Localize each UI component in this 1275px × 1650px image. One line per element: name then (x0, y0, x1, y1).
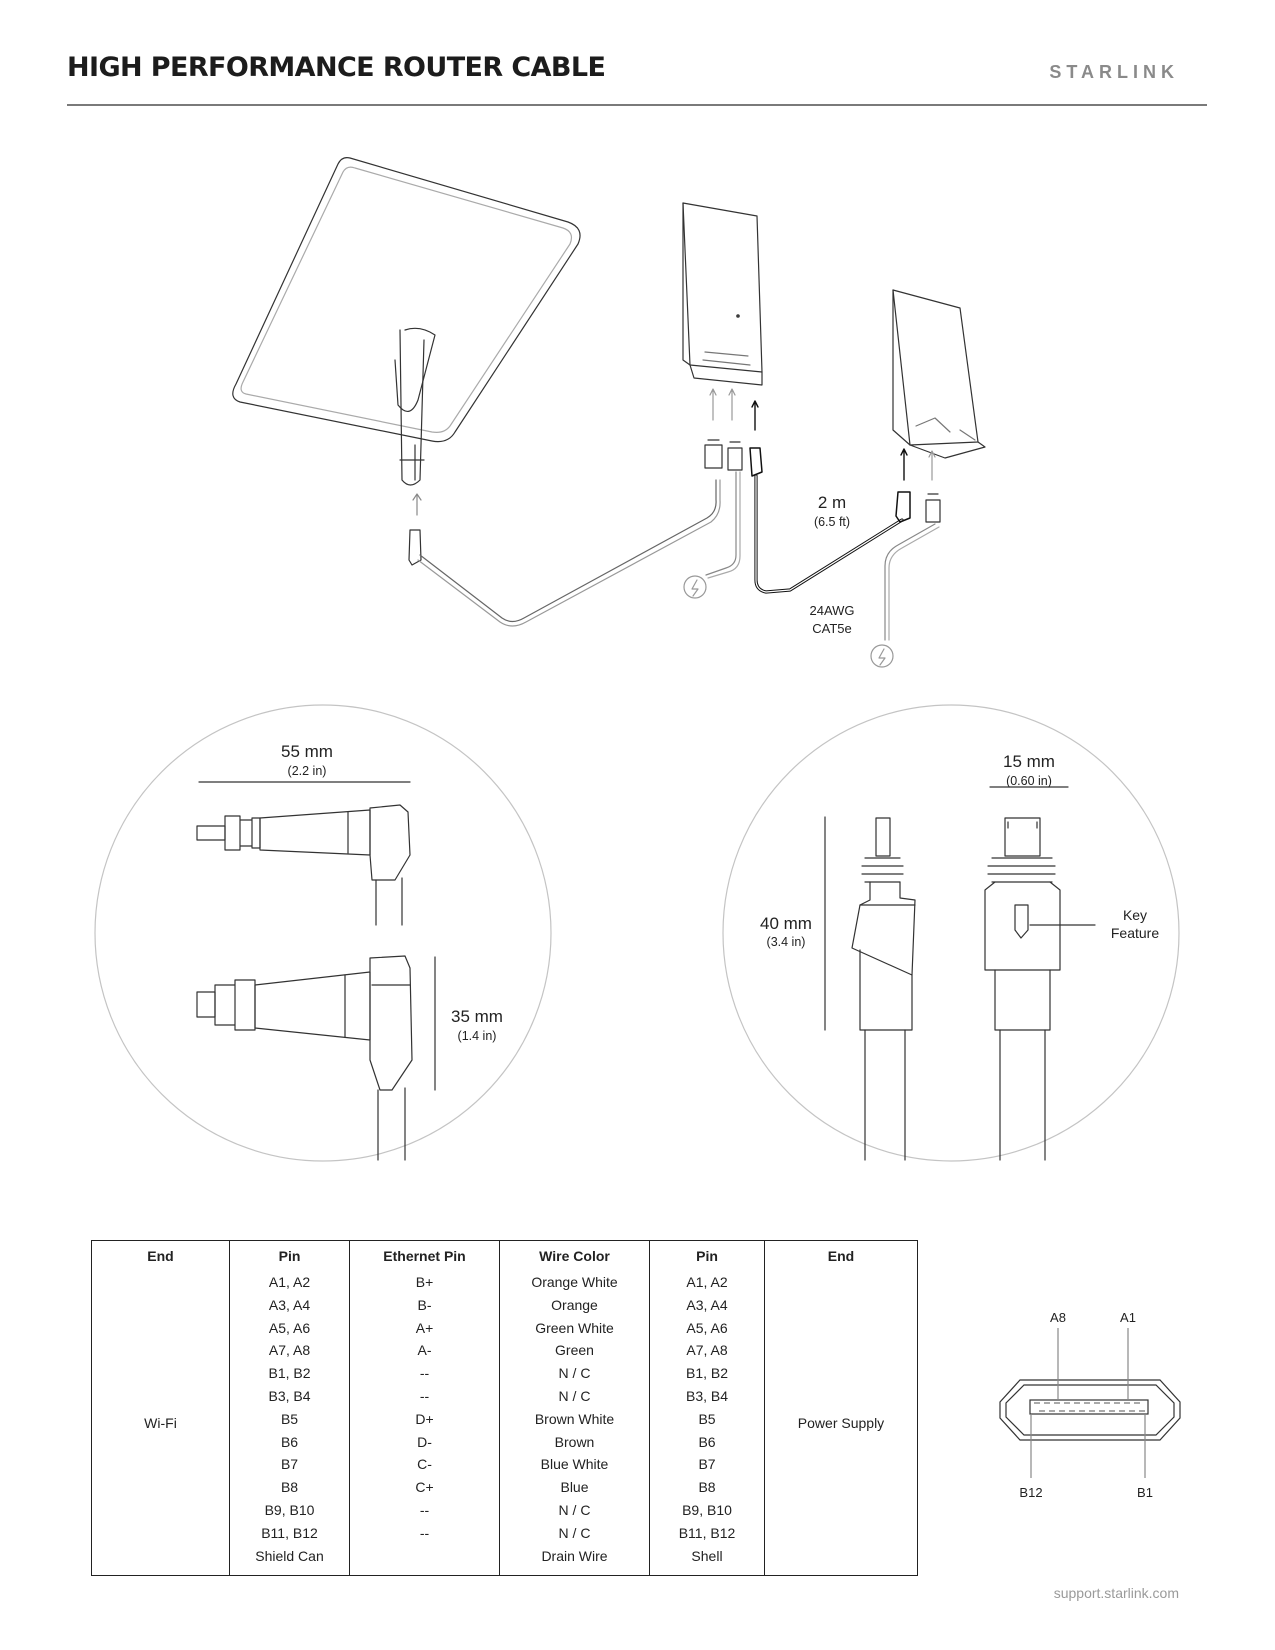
table-cell: A5, A6 (686, 1319, 728, 1336)
header-wire-color: Wire Color (499, 1240, 650, 1271)
table-cell: -- (419, 1365, 430, 1382)
table-cell: -- (419, 1501, 430, 1518)
table-cell: B5 (698, 1410, 716, 1427)
header-pin-right: Pin (649, 1240, 765, 1271)
table-cell: A7, A8 (686, 1342, 728, 1359)
left-height-mm: 35 mm (451, 1007, 503, 1026)
pin-label-b1: B1 (1137, 1485, 1153, 1500)
table-cell: C+ (415, 1479, 434, 1496)
key-feature-label-2: Feature (1111, 925, 1159, 941)
table-cell: Blue (560, 1479, 589, 1496)
cable-spec-awg: 24AWG (809, 603, 854, 618)
right-width-in: (0.60 in) (1006, 774, 1052, 788)
right-connector-detail (722, 704, 1180, 1162)
table-cell: -- (419, 1524, 430, 1541)
table-cell: B5 (280, 1410, 299, 1427)
right-height-in: (3.4 in) (767, 935, 806, 949)
right-height-mm: 40 mm (760, 914, 812, 933)
table-cell: Shell (691, 1547, 723, 1564)
table-cell: B1, B2 (685, 1365, 729, 1382)
table-cell: B3, B4 (685, 1387, 729, 1404)
table-cell: B8 (280, 1479, 299, 1496)
ethernet-pins-column: B+ B- A+ A- -- -- D+ D- C- C+ -- -- (350, 1271, 499, 1575)
table-cell: Green White (535, 1319, 614, 1336)
support-url[interactable]: support.starlink.com (1053, 1585, 1179, 1601)
table-cell: B9, B10 (682, 1501, 732, 1518)
right-width-mm: 15 mm (1003, 752, 1055, 771)
table-cell: A- (417, 1342, 432, 1359)
table-cell: B11, B12 (678, 1524, 736, 1541)
table-body-row: Wi-Fi A1, A2 A3, A4 A5, A6 A7, A8 B1, B2 B3, … (91, 1271, 918, 1576)
key-feature-label-1: Key (1123, 907, 1147, 923)
table-cell (350, 1545, 499, 1568)
table-cell: B+ (415, 1274, 434, 1290)
table-cell: B- (417, 1296, 432, 1313)
pinout-table: End Pin Ethernet Pin Wire Color Pin End … (91, 1240, 918, 1577)
table-cell: N / C (558, 1387, 591, 1404)
table-cell: B7 (280, 1456, 299, 1473)
table-cell: Orange (551, 1296, 598, 1313)
cable-length-label: 2 m (818, 493, 846, 512)
table-cell: B6 (698, 1433, 716, 1450)
brand-wordmark: STARLINK (1049, 62, 1179, 82)
table-cell: B7 (698, 1456, 716, 1473)
table-cell: A1, A2 (268, 1274, 311, 1290)
header-end-right: End (764, 1240, 918, 1271)
left-height-in: (1.4 in) (458, 1029, 497, 1043)
table-cell: Brown White (534, 1410, 615, 1427)
power-supply-illustration (870, 289, 986, 668)
table-cell: Drain Wire (541, 1547, 608, 1564)
table-cell: B11, B12 (261, 1524, 318, 1541)
table-cell: -- (419, 1387, 430, 1404)
pin-label-a1: A1 (1120, 1310, 1136, 1325)
left-length-in: (2.2 in) (288, 764, 327, 778)
table-cell: N / C (558, 1365, 591, 1382)
table-cell: B3, B4 (268, 1387, 311, 1404)
table-cell: D+ (415, 1410, 434, 1427)
header-divider (67, 104, 1207, 106)
pin-label-b12: B12 (1019, 1485, 1042, 1500)
table-cell: B6 (280, 1433, 299, 1450)
table-cell: Blue White (540, 1456, 609, 1473)
table-cell: Orange White (531, 1274, 618, 1290)
table-cell: A3, A4 (268, 1296, 311, 1313)
end-power-supply: Power Supply (764, 1271, 918, 1576)
router-illustration (682, 202, 763, 599)
connector-pinout-diagram: A8 A1 B12 B1 (999, 1310, 1181, 1500)
table-header-row: End Pin Ethernet Pin Wire Color Pin End (91, 1240, 918, 1271)
table-cell: N / C (558, 1524, 591, 1541)
table-cell: A7, A8 (268, 1342, 311, 1359)
table-cell: Green (555, 1342, 594, 1359)
table-cell: C- (417, 1456, 432, 1473)
header-end-left: End (91, 1240, 230, 1271)
left-length-mm: 55 mm (281, 742, 333, 761)
table-cell: A1, A2 (686, 1274, 728, 1290)
table-cell: B1, B2 (268, 1365, 311, 1382)
table-cell: D- (417, 1433, 432, 1450)
table-cell: A5, A6 (268, 1319, 311, 1336)
table-cell: N / C (558, 1501, 591, 1518)
table-cell: B8 (698, 1479, 716, 1496)
left-connector-detail (94, 704, 552, 1162)
pin-label-a8: A8 (1050, 1310, 1066, 1325)
header-pin-left: Pin (229, 1240, 350, 1271)
page-title: HIGH PERFORMANCE ROUTER CABLE (67, 52, 606, 83)
table-cell: B9, B10 (264, 1501, 315, 1518)
cable-length-imperial-label: (6.5 ft) (814, 515, 850, 529)
table-cell: A3, A4 (686, 1296, 728, 1313)
table-cell: Brown (554, 1433, 595, 1450)
table-cell: Shield Can (255, 1547, 324, 1564)
cable-spec-cat: CAT5e (812, 621, 852, 636)
end-wifi: Wi-Fi (91, 1271, 230, 1576)
router-cable (754, 474, 904, 594)
cable-diagram: 2 m (6.5 ft) 24AWG CAT5e 55 mm (2.2 in) … (94, 157, 1180, 1162)
table-cell: A+ (415, 1319, 434, 1336)
header-ethernet-pin: Ethernet Pin (349, 1240, 500, 1271)
dish-illustration (232, 157, 721, 627)
